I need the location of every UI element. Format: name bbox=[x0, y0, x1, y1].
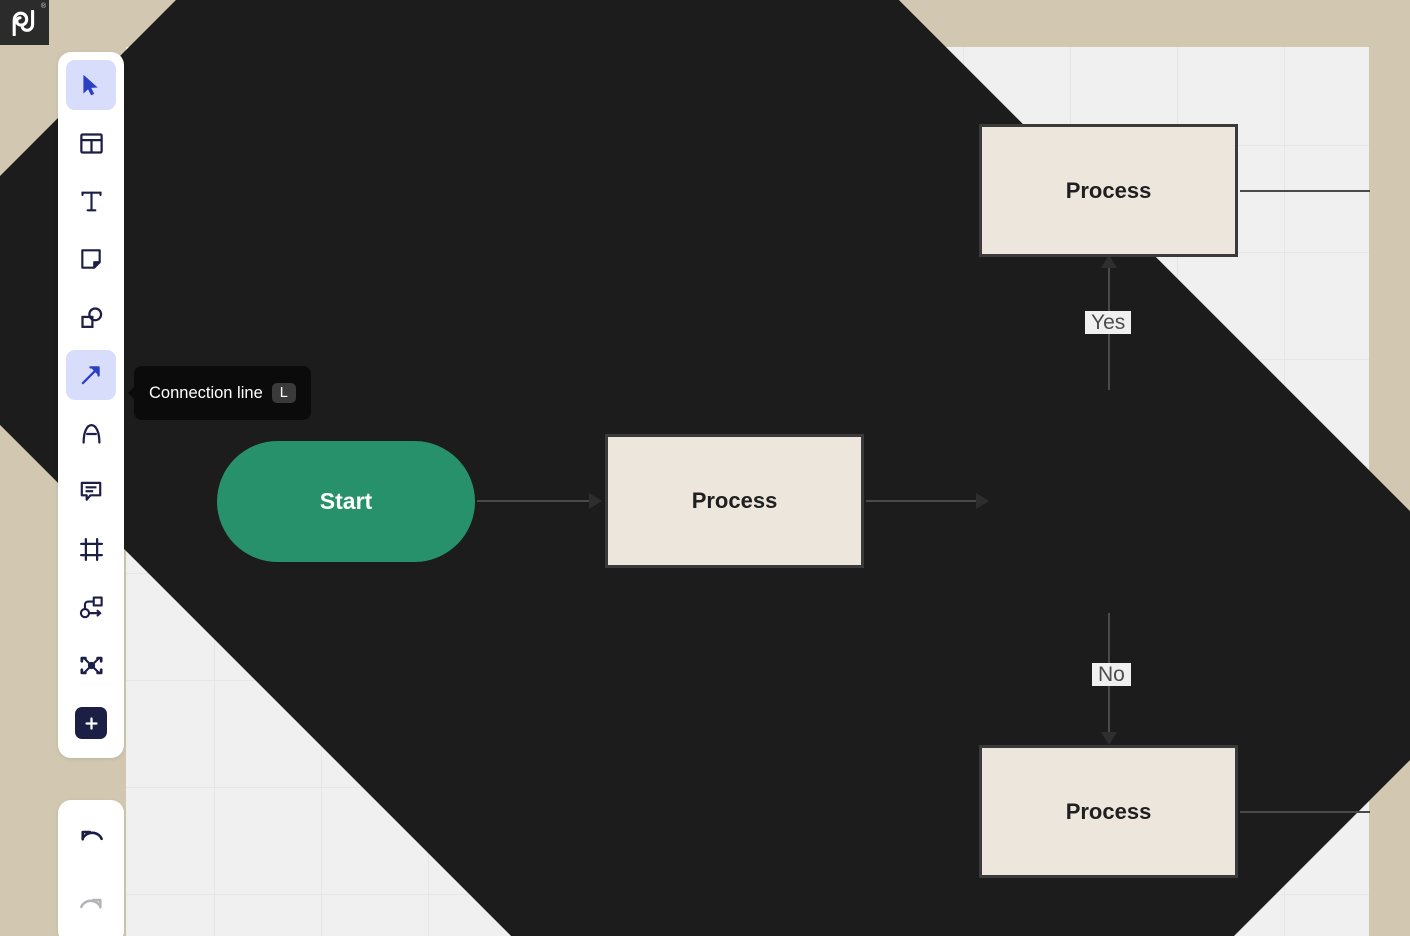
tool-sticky-note[interactable] bbox=[66, 234, 116, 284]
tool-mindmap[interactable] bbox=[66, 640, 116, 690]
shapes-icon bbox=[80, 306, 102, 328]
node-process-label: Process bbox=[1065, 798, 1152, 824]
edge-start-to-process1[interactable] bbox=[477, 500, 590, 502]
connection-line-icon bbox=[81, 366, 100, 385]
edge-label-yes: Yes bbox=[1085, 311, 1132, 335]
tool-select[interactable] bbox=[66, 60, 116, 110]
node-process-label: Process bbox=[1065, 177, 1152, 203]
node-process-top[interactable]: Process bbox=[979, 124, 1238, 257]
tool-add[interactable] bbox=[75, 707, 107, 739]
node-process-bottom[interactable]: Process bbox=[979, 745, 1238, 878]
flowchart-icon bbox=[79, 596, 103, 618]
node-process-label: Process bbox=[691, 488, 778, 513]
template-layout-icon bbox=[79, 132, 103, 154]
arrowhead-up bbox=[1101, 255, 1117, 268]
tool-add-wrapper bbox=[66, 698, 116, 748]
undo-icon bbox=[80, 830, 103, 840]
tooltip-connection-line: Connection line L bbox=[134, 366, 311, 420]
mindmap-icon bbox=[79, 656, 103, 674]
pandadoc-logo-icon bbox=[12, 9, 34, 36]
tool-connection-line[interactable] bbox=[66, 350, 116, 400]
text-icon bbox=[80, 191, 102, 211]
history-toolbar bbox=[58, 800, 124, 936]
node-start[interactable]: Start bbox=[217, 441, 475, 562]
edge-process2-right[interactable] bbox=[1240, 190, 1370, 192]
pandadoc-logo[interactable]: ® bbox=[0, 0, 49, 45]
tool-text[interactable] bbox=[66, 176, 116, 226]
tool-redo[interactable] bbox=[66, 880, 116, 930]
arrowhead-down bbox=[1101, 732, 1117, 745]
tool-frame[interactable] bbox=[66, 524, 116, 574]
left-toolbar bbox=[58, 52, 124, 758]
edge-process3-right[interactable] bbox=[1240, 811, 1370, 813]
edge-process1-to-decision[interactable] bbox=[866, 500, 977, 502]
redo-icon bbox=[79, 898, 102, 908]
tool-comment[interactable] bbox=[66, 466, 116, 516]
sticky-note-icon bbox=[81, 249, 101, 269]
tool-pen[interactable] bbox=[66, 408, 116, 458]
pen-curve-icon bbox=[82, 423, 100, 444]
tool-shapes[interactable] bbox=[66, 292, 116, 342]
arrowhead-right bbox=[589, 493, 602, 509]
tooltip-label: Connection line bbox=[149, 383, 263, 402]
frame-icon bbox=[79, 537, 103, 561]
plus-icon bbox=[84, 716, 98, 730]
node-process-middle[interactable]: Process bbox=[605, 434, 864, 568]
arrowhead-right bbox=[976, 493, 989, 509]
tooltip-shortcut-key: L bbox=[271, 382, 296, 404]
cursor-select-icon bbox=[83, 74, 98, 96]
tool-template[interactable] bbox=[66, 118, 116, 168]
tool-undo[interactable] bbox=[66, 812, 116, 862]
tool-flowchart[interactable] bbox=[66, 582, 116, 632]
registered-mark-icon: ® bbox=[40, 3, 46, 10]
node-start-label: Start bbox=[319, 488, 373, 514]
edge-label-no: No bbox=[1092, 663, 1131, 687]
comment-icon bbox=[80, 481, 102, 501]
